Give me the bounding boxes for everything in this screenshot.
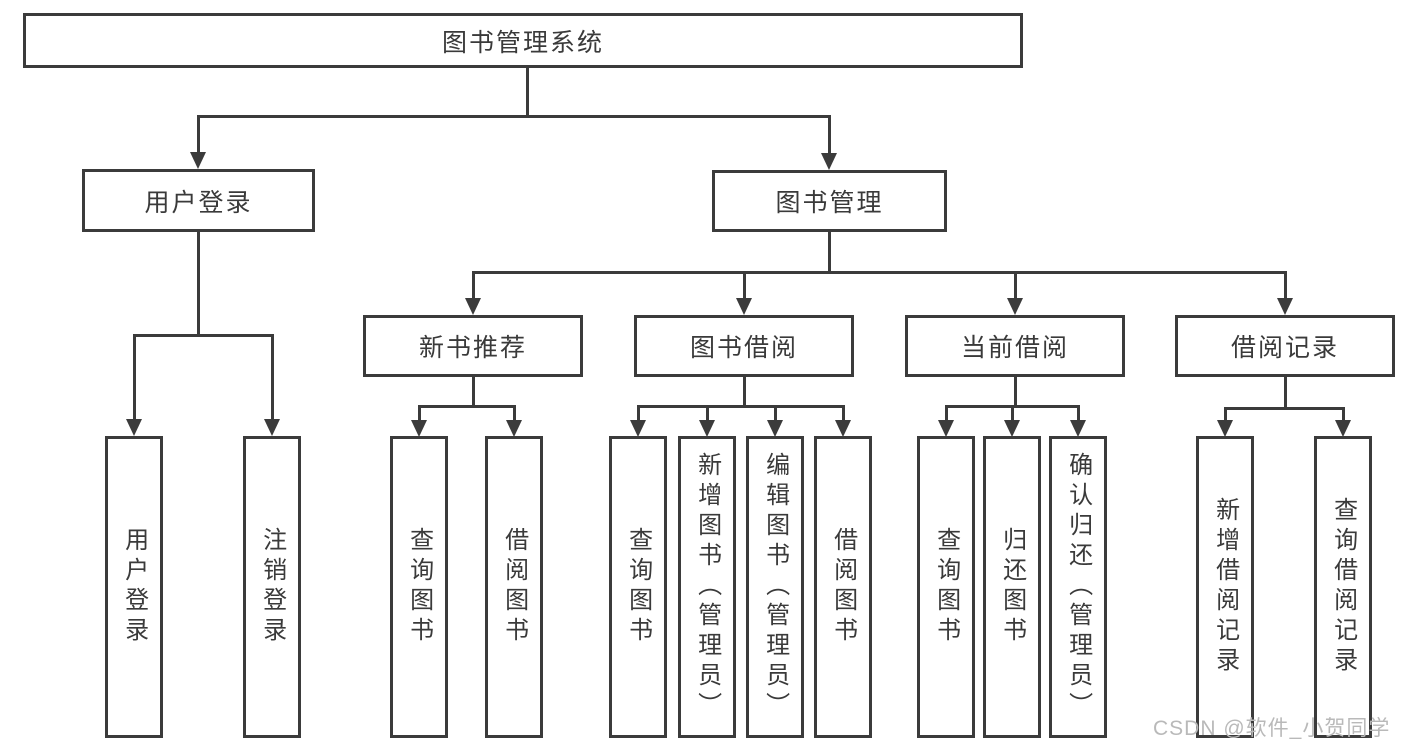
arrowhead-current — [1007, 298, 1023, 315]
arrowhead-bookmgmt — [821, 153, 837, 170]
node-new-book-recommend: 新书推荐 — [363, 315, 583, 377]
arrowhead-login — [190, 152, 206, 169]
edge-to-newbook-leaf1 — [418, 405, 421, 423]
edge-newbook-rail — [418, 405, 516, 408]
edge-to-borrow-leaf4 — [842, 405, 845, 423]
arrowhead-login-leaf2 — [264, 419, 280, 436]
edge-to-borrow-leaf3 — [774, 405, 777, 423]
arrowhead-records — [1277, 298, 1293, 315]
edge-to-current-leaf3 — [1077, 405, 1080, 423]
leaf-records-add: 新增借阅记录 — [1196, 436, 1254, 738]
leaf-newbook-query-label: 查询图书 — [405, 527, 433, 647]
node-book-management: 图书管理 — [712, 170, 947, 232]
edge-to-records-leaf2 — [1342, 407, 1345, 423]
arrowhead-newbook-leaf2 — [506, 420, 522, 437]
edge-records-rail — [1224, 407, 1345, 410]
edge-root-trunk — [526, 66, 529, 117]
node-user-login-label: 用户登录 — [144, 188, 253, 217]
edge-to-newbook — [472, 271, 475, 301]
leaf-current-query: 查询图书 — [917, 436, 975, 738]
edge-to-records-leaf1 — [1224, 407, 1227, 423]
leaf-current-return: 归还图书 — [983, 436, 1041, 738]
edge-records-trunk — [1284, 377, 1287, 410]
node-root: 图书管理系统 — [23, 13, 1023, 68]
leaf-newbook-borrow: 借阅图书 — [485, 436, 543, 738]
leaf-borrow-book-label: 借阅图书 — [829, 527, 857, 647]
arrowhead-current-leaf2 — [1004, 420, 1020, 437]
node-current-borrowing-label: 当前借阅 — [960, 334, 1069, 362]
edge-current-trunk — [1014, 377, 1017, 408]
leaf-records-add-label: 新增借阅记录 — [1211, 497, 1239, 677]
arrowhead-newbook-leaf1 — [411, 420, 427, 437]
leaf-user-login-label: 用户登录 — [120, 527, 148, 647]
leaf-borrow-add-admin-label: 新增图书（管理员） — [693, 452, 721, 722]
edge-bookmgmt-trunk — [828, 232, 831, 274]
leaf-logout: 注销登录 — [243, 436, 301, 738]
arrowhead-current-leaf3 — [1070, 420, 1086, 437]
node-book-borrowing: 图书借阅 — [634, 315, 854, 377]
edge-root-to-bookmgmt — [828, 115, 831, 155]
arrowhead-login-leaf1 — [126, 419, 142, 436]
leaf-records-query-label: 查询借阅记录 — [1329, 497, 1357, 677]
leaf-logout-label: 注销登录 — [258, 527, 286, 647]
node-current-borrowing: 当前借阅 — [905, 315, 1125, 377]
leaf-newbook-query: 查询图书 — [390, 436, 448, 738]
leaf-borrow-book: 借阅图书 — [814, 436, 872, 738]
edge-root-to-login — [197, 115, 200, 155]
arrowhead-records-leaf2 — [1335, 420, 1351, 437]
node-borrowing-records-label: 借阅记录 — [1230, 334, 1339, 362]
edge-login-trunk — [197, 232, 200, 337]
leaf-borrow-query: 查询图书 — [609, 436, 667, 738]
arrowhead-borrow-leaf1 — [630, 420, 646, 437]
leaf-current-query-label: 查询图书 — [932, 527, 960, 647]
node-book-borrowing-label: 图书借阅 — [689, 334, 798, 362]
edge-newbook-trunk — [472, 377, 475, 408]
leaf-user-login: 用户登录 — [105, 436, 163, 738]
edge-to-borrow-leaf2 — [706, 405, 709, 423]
edge-borrow-rail — [637, 405, 845, 408]
node-borrowing-records: 借阅记录 — [1175, 315, 1395, 377]
edge-login-rail — [133, 334, 274, 337]
edge-to-current — [1014, 271, 1017, 301]
edge-to-borrow-leaf1 — [637, 405, 640, 423]
arrowhead-borrow-leaf4 — [835, 420, 851, 437]
leaf-borrow-edit-admin-label: 编辑图书（管理员） — [761, 452, 789, 722]
edge-to-records — [1284, 271, 1287, 301]
leaf-current-confirm-return-admin-label: 确认归还（管理员） — [1064, 452, 1092, 722]
arrowhead-borrow-leaf2 — [699, 420, 715, 437]
leaf-current-return-label: 归还图书 — [998, 527, 1026, 647]
leaf-newbook-borrow-label: 借阅图书 — [500, 527, 528, 647]
leaf-borrow-add-admin: 新增图书（管理员） — [678, 436, 736, 738]
leaf-current-confirm-return-admin: 确认归还（管理员） — [1049, 436, 1107, 738]
arrowhead-newbook — [465, 298, 481, 315]
node-root-label: 图书管理系统 — [441, 28, 604, 57]
leaf-borrow-query-label: 查询图书 — [624, 527, 652, 647]
edge-borrow-trunk — [743, 377, 746, 408]
arrowhead-records-leaf1 — [1217, 420, 1233, 437]
arrowhead-borrow-leaf3 — [767, 420, 783, 437]
edge-to-login-leaf1 — [133, 334, 136, 422]
edge-to-current-leaf1 — [945, 405, 948, 423]
node-new-book-recommend-label: 新书推荐 — [418, 334, 527, 362]
node-book-management-label: 图书管理 — [775, 189, 884, 217]
arrowhead-borrow — [736, 298, 752, 315]
arrowhead-current-leaf1 — [938, 420, 954, 437]
edge-to-login-leaf2 — [271, 334, 274, 422]
node-user-login: 用户登录 — [82, 169, 315, 232]
edge-to-newbook-leaf2 — [513, 405, 516, 423]
leaf-records-query: 查询借阅记录 — [1314, 436, 1372, 738]
edge-bookmgmt-rail — [472, 271, 1286, 274]
csdn-watermark: CSDN @软件_小贺同学 — [1153, 717, 1391, 740]
edge-to-current-leaf2 — [1011, 405, 1014, 423]
edge-root-rail — [197, 115, 830, 118]
edge-to-borrow — [743, 271, 746, 301]
leaf-borrow-edit-admin: 编辑图书（管理员） — [746, 436, 804, 738]
